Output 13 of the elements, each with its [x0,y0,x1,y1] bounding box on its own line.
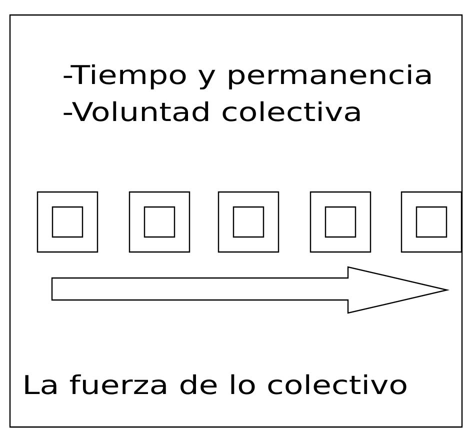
text-label: -Tiempo y permanencia [64,64,430,90]
inner-square [416,206,448,238]
text-label: -Voluntad colectiva [64,101,360,122]
inner-square [232,206,264,238]
inner-square [144,206,176,238]
outer-square [36,191,98,253]
outer-square [218,191,280,253]
outer-square [310,191,372,253]
outer-square [128,191,190,253]
inner-square [324,206,356,238]
outer-square [400,191,462,253]
text-label: La fuerza de lo colectivo [25,374,406,394]
inner-square [52,206,84,238]
